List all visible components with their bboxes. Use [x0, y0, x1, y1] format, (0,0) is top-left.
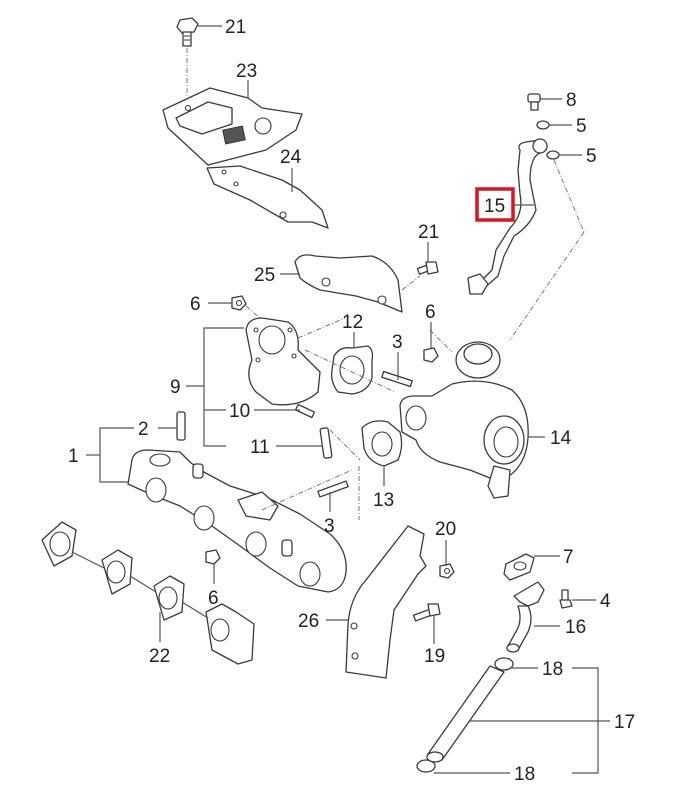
callout-18-lower[interactable]: 18	[514, 764, 535, 785]
elbow-stud-10[interactable]	[294, 403, 316, 419]
callout-22[interactable]: 22	[149, 646, 170, 667]
elbow-assembly-9[interactable]	[245, 317, 321, 406]
callout-13[interactable]: 13	[373, 490, 394, 511]
washer-5-upper[interactable]	[536, 120, 550, 130]
callout-3-lower[interactable]: 3	[324, 516, 335, 537]
callout-7[interactable]: 7	[563, 547, 574, 568]
bolt-4[interactable]	[559, 589, 573, 609]
callout-16[interactable]: 16	[565, 617, 586, 638]
bracket-nut-20[interactable]	[439, 563, 455, 579]
heat-protector-24[interactable]	[206, 165, 329, 229]
callout-25[interactable]: 25	[254, 265, 275, 286]
manifold-stud-2[interactable]	[176, 411, 186, 441]
callout-19[interactable]: 19	[424, 646, 445, 667]
callout-24[interactable]: 24	[280, 147, 302, 168]
turbo-support-bracket-26[interactable]	[345, 525, 427, 679]
callout-5-lower[interactable]: 5	[586, 146, 597, 167]
bolt-21-right[interactable]	[416, 261, 439, 275]
callout-21-top[interactable]: 21	[225, 17, 246, 38]
callout-17[interactable]: 17	[614, 712, 635, 733]
callout-10[interactable]: 10	[229, 401, 250, 422]
callout-6-right[interactable]: 6	[425, 302, 436, 323]
stud-3-upper[interactable]	[381, 370, 413, 388]
callout-2[interactable]: 2	[138, 419, 149, 440]
callout-23[interactable]: 23	[236, 61, 257, 82]
turbocharger-14[interactable]	[399, 341, 529, 499]
elbow-stud-11[interactable]	[319, 427, 333, 459]
callout-9[interactable]: 9	[170, 377, 181, 398]
callout-4[interactable]: 4	[600, 591, 611, 612]
callout-12[interactable]: 12	[342, 312, 363, 333]
callout-14[interactable]: 14	[550, 428, 572, 449]
banjo-bolt-8[interactable]	[527, 93, 541, 111]
callout-26[interactable]: 26	[298, 611, 319, 632]
callout-15[interactable]: 15	[484, 196, 505, 217]
stud-3-lower[interactable]	[317, 480, 349, 498]
oil-return-pipe-16[interactable]	[506, 581, 545, 653]
washer-5-lower[interactable]	[546, 150, 560, 160]
hose-clamp-18-upper[interactable]	[494, 657, 514, 671]
callout-6-lower[interactable]: 6	[208, 588, 219, 609]
bolt-21-top[interactable]	[176, 17, 199, 47]
callout-6-top[interactable]: 6	[190, 294, 201, 315]
callout-8[interactable]: 8	[566, 90, 577, 111]
callout-20[interactable]: 20	[435, 519, 456, 540]
highlight-box-15	[475, 187, 515, 222]
turbo-heat-shield-25[interactable]	[294, 254, 403, 313]
hose-clamp-18-lower[interactable]	[416, 759, 436, 773]
callout-11[interactable]: 11	[250, 437, 270, 458]
heat-protector-23[interactable]	[162, 87, 303, 166]
oil-return-hose-17[interactable]	[426, 665, 505, 763]
oil-return-gasket-7[interactable]	[503, 553, 535, 581]
exhaust-manifold-1[interactable]	[127, 449, 347, 593]
callout-21-right[interactable]: 21	[418, 222, 439, 243]
manifold-gasket-22[interactable]	[41, 521, 255, 665]
leader-lines	[86, 25, 610, 774]
nut-6-right[interactable]	[423, 347, 439, 363]
callout-18-upper[interactable]: 18	[542, 659, 563, 680]
oil-feed-pipe-15[interactable]	[467, 138, 548, 295]
turbo-gasket-13[interactable]	[361, 420, 403, 467]
nut-6-top[interactable]	[231, 295, 247, 311]
callout-1[interactable]: 1	[68, 446, 79, 467]
bracket-bolt-19[interactable]	[412, 603, 441, 622]
elbow-gasket-12[interactable]	[330, 345, 374, 395]
callout-3-upper[interactable]: 3	[392, 332, 403, 353]
callout-5-upper[interactable]: 5	[576, 116, 587, 137]
nut-6-lower[interactable]	[205, 549, 221, 565]
